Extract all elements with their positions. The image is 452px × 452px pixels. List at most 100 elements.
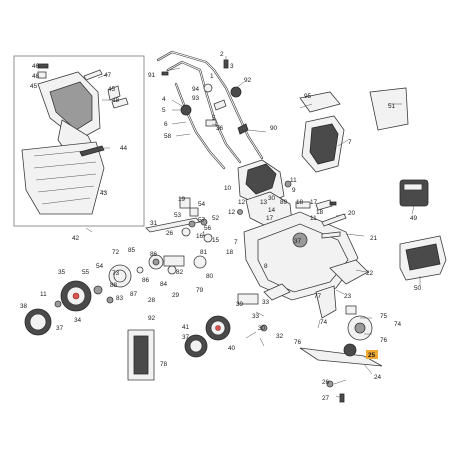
callout-17b[interactable]: 17: [310, 199, 318, 206]
callout-30[interactable]: 30: [268, 195, 276, 202]
callout-86b[interactable]: 86: [142, 277, 150, 284]
callout-20[interactable]: 20: [348, 210, 356, 217]
callout-80[interactable]: 80: [206, 273, 214, 280]
callout-58[interactable]: 58: [164, 133, 172, 140]
callout-30b[interactable]: 30: [258, 325, 266, 332]
callout-2[interactable]: 2: [220, 51, 224, 58]
callout-37b[interactable]: 37: [56, 325, 64, 332]
callout-37[interactable]: 37: [294, 238, 302, 245]
callout-42[interactable]: 42: [72, 235, 80, 242]
callout-86[interactable]: 86: [150, 251, 158, 258]
callout-40[interactable]: 40: [228, 345, 236, 352]
callout-73[interactable]: 73: [112, 270, 120, 277]
callout-24[interactable]: 24: [374, 374, 382, 381]
callout-16[interactable]: 16: [196, 233, 204, 240]
callout-11b[interactable]: 11: [310, 215, 317, 222]
callout-1[interactable]: 1: [210, 73, 214, 80]
callout-79[interactable]: 79: [196, 287, 204, 294]
callout-72[interactable]: 72: [112, 249, 120, 256]
callout-51[interactable]: 51: [388, 103, 396, 110]
callout-5b[interactable]: 5: [212, 115, 216, 122]
callout-76b[interactable]: 76: [294, 339, 302, 346]
callout-89[interactable]: 89: [280, 199, 288, 206]
callout-74[interactable]: 74: [320, 319, 328, 326]
callout-48b[interactable]: 48: [112, 97, 120, 104]
callout-3[interactable]: 3: [230, 63, 234, 70]
callout-88[interactable]: 88: [110, 282, 118, 289]
callout-47[interactable]: 47: [104, 72, 112, 79]
callout-95[interactable]: 95: [304, 93, 312, 100]
callout-52[interactable]: 52: [212, 215, 220, 222]
callout-34[interactable]: 34: [74, 317, 82, 324]
callout-4[interactable]: 4: [162, 96, 166, 103]
callout-12[interactable]: 12: [238, 199, 246, 206]
callout-7b[interactable]: 7: [234, 239, 238, 246]
callout-8[interactable]: 8: [264, 263, 268, 270]
callout-94[interactable]: 94: [192, 86, 200, 93]
callout-37c[interactable]: 37: [182, 334, 190, 341]
callout-23[interactable]: 23: [344, 293, 352, 300]
callout-55[interactable]: 55: [82, 269, 90, 276]
callout-53[interactable]: 53: [174, 212, 182, 219]
callout-11[interactable]: 11: [290, 177, 297, 184]
callout-18[interactable]: 18: [296, 199, 304, 206]
callout-7[interactable]: 7: [348, 139, 352, 146]
callout-54[interactable]: 54: [198, 201, 206, 208]
callout-85[interactable]: 85: [128, 247, 136, 254]
callout-74b[interactable]: 74: [394, 321, 402, 328]
callout-14[interactable]: 14: [268, 207, 276, 214]
callout-12b[interactable]: 12: [228, 209, 236, 216]
callout-45[interactable]: 45: [30, 83, 38, 90]
callout-28[interactable]: 28: [148, 297, 156, 304]
callout-13[interactable]: 13: [260, 199, 268, 206]
callout-22[interactable]: 22: [366, 270, 374, 277]
grass-bag-fabric[interactable]: [21, 141, 105, 215]
callout-78[interactable]: 78: [160, 361, 168, 368]
callout-9[interactable]: 9: [292, 187, 296, 194]
callout-75[interactable]: 75: [380, 313, 388, 320]
height-lever-89[interactable]: [295, 201, 311, 209]
callout-6[interactable]: 6: [164, 121, 168, 128]
callout-21[interactable]: 21: [370, 235, 378, 242]
callout-25[interactable]: 25: [368, 352, 376, 359]
callout-35[interactable]: 35: [58, 269, 66, 276]
callout-31[interactable]: 31: [150, 220, 158, 227]
callout-36[interactable]: 36: [216, 125, 224, 132]
callout-32[interactable]: 32: [276, 333, 284, 340]
callout-44[interactable]: 44: [120, 145, 128, 152]
callout-76[interactable]: 76: [380, 337, 388, 344]
callout-49[interactable]: 49: [410, 215, 418, 222]
callout-38[interactable]: 38: [20, 303, 28, 310]
callout-29[interactable]: 29: [172, 292, 180, 299]
handle-knob-left[interactable]: [180, 104, 192, 116]
callout-39[interactable]: 39: [236, 301, 244, 308]
callout-10[interactable]: 10: [224, 185, 232, 192]
callout-33[interactable]: 33: [262, 299, 270, 306]
callout-90[interactable]: 90: [270, 125, 278, 132]
callout-91[interactable]: 91: [148, 72, 156, 79]
callout-84[interactable]: 84: [160, 281, 168, 288]
callout-56[interactable]: 56: [204, 225, 212, 232]
callout-87[interactable]: 87: [130, 291, 138, 298]
callout-77[interactable]: 77: [314, 293, 322, 300]
callout-82[interactable]: 82: [176, 269, 184, 276]
callout-41[interactable]: 41: [182, 324, 190, 331]
callout-18c[interactable]: 18: [226, 249, 234, 256]
callout-5[interactable]: 5: [162, 107, 166, 114]
callout-1b[interactable]: 1: [202, 231, 206, 238]
handle-knob-right[interactable]: [230, 86, 242, 98]
callout-18b[interactable]: 18: [316, 209, 324, 216]
callout-45b[interactable]: 45: [108, 86, 116, 93]
callout-26b[interactable]: 26: [322, 379, 330, 386]
callout-17[interactable]: 17: [266, 215, 274, 222]
callout-57[interactable]: 57: [198, 217, 206, 224]
callout-83[interactable]: 83: [116, 295, 124, 302]
callout-92[interactable]: 92: [244, 77, 252, 84]
callout-54b[interactable]: 54: [96, 263, 104, 270]
callout-33b[interactable]: 33: [252, 313, 260, 320]
height-adjust-19[interactable]: [179, 197, 191, 209]
callout-26[interactable]: 26: [166, 230, 174, 237]
callout-15[interactable]: 15: [212, 237, 220, 244]
callout-27[interactable]: 27: [322, 395, 330, 402]
callout-92b[interactable]: 92: [148, 315, 156, 322]
